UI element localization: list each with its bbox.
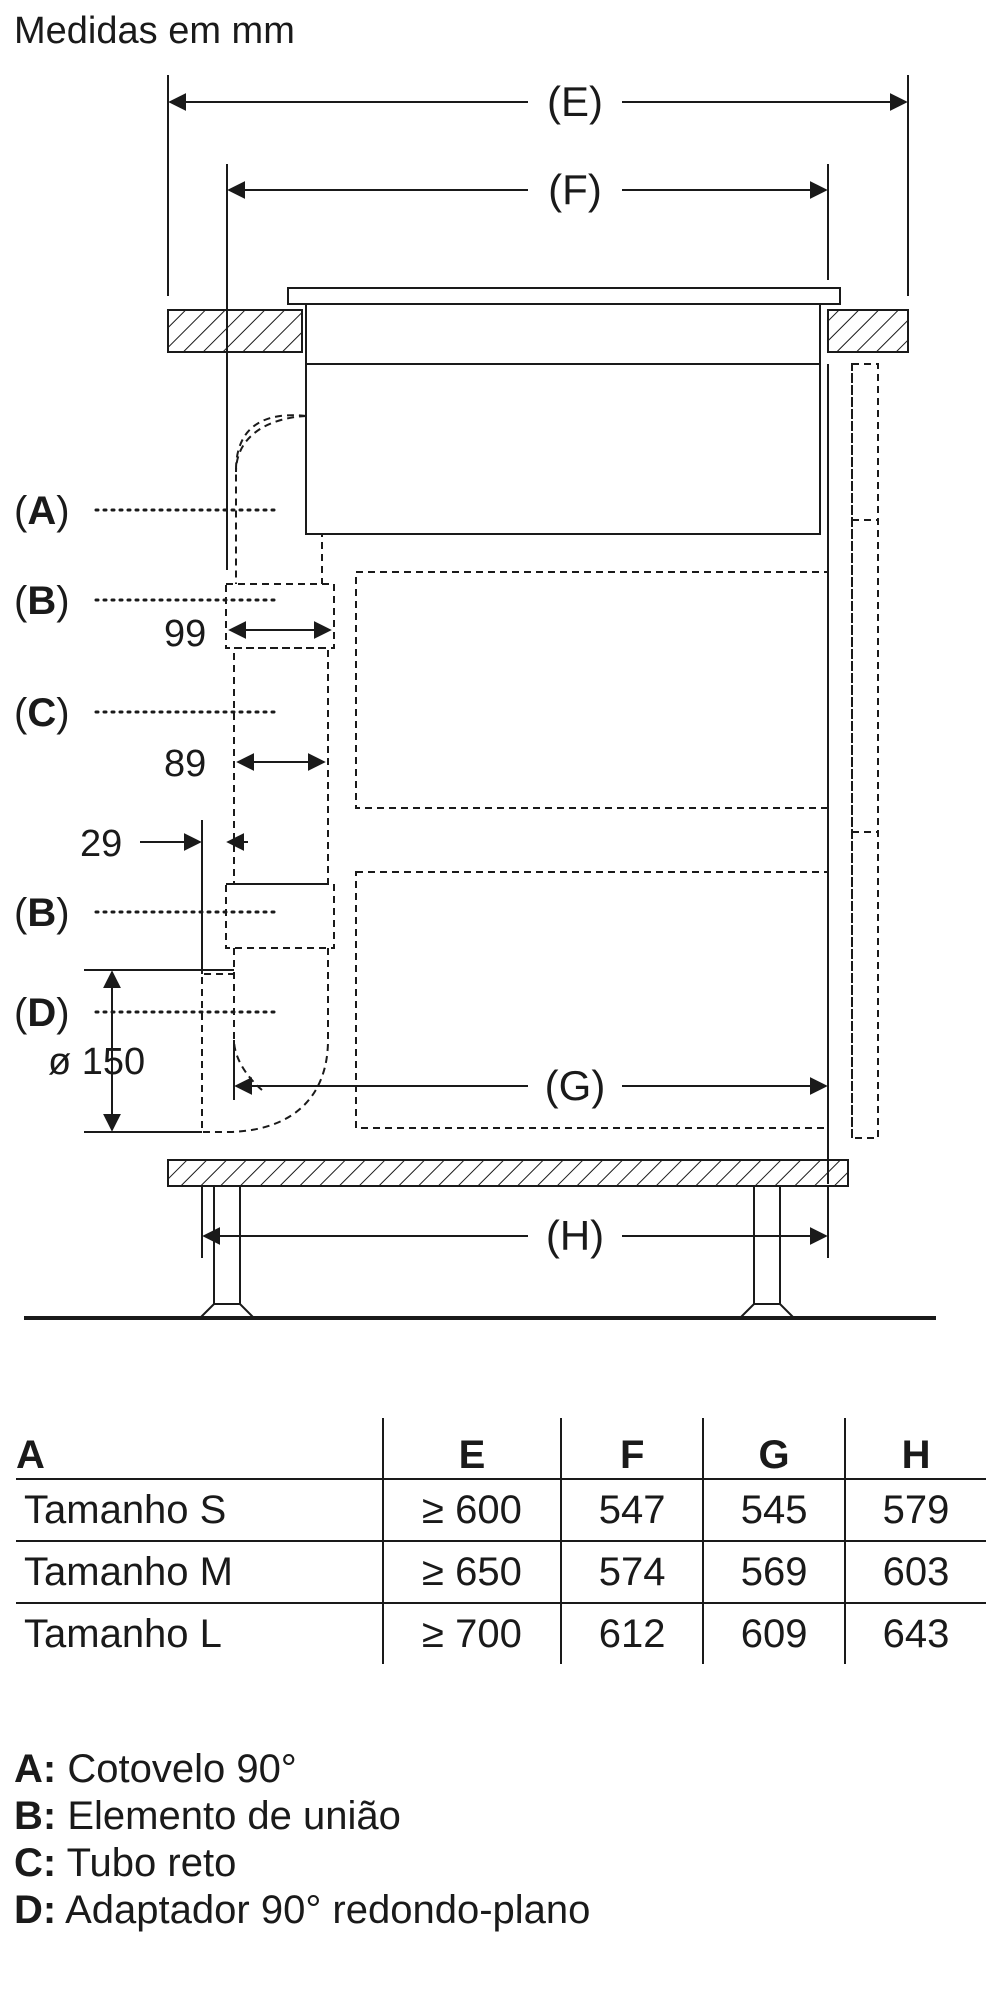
part-label: (B) [14, 891, 70, 935]
table-cell: Tamanho S [16, 1479, 383, 1542]
table-cell: 547 [560, 1479, 704, 1542]
duct-elbow-a [235, 414, 323, 584]
dimension-29-label: 29 [80, 823, 122, 865]
table-cell: 609 [702, 1603, 846, 1664]
table-cell: ≥ 650 [381, 1541, 562, 1604]
cabinet-leg-left [213, 1185, 241, 1305]
table-header-f: F [560, 1418, 704, 1480]
cooktop-body [305, 363, 821, 535]
page-title: Medidas em mm [14, 10, 295, 52]
table-row: Tamanho S ≥ 600 547 545 579 [16, 1479, 986, 1542]
table-header-e: E [381, 1418, 562, 1480]
cooktop-frame [305, 303, 821, 365]
legend-key: D: [14, 1888, 57, 1932]
legend-text: Adaptador 90° redondo-plano [56, 1888, 591, 1932]
legend-item: A: Cotovelo 90° [14, 1746, 590, 1793]
legend-key: B: [14, 1794, 57, 1838]
legend-item: B: Elemento de união [14, 1793, 590, 1840]
table-cell: 545 [702, 1479, 846, 1542]
table-cell: Tamanho M [16, 1541, 383, 1604]
dimension-99-label: 99 [164, 613, 206, 655]
cabinet-leg-foot-left [197, 1303, 257, 1319]
part-label: (B) [14, 579, 70, 623]
installation-diagram: (E) (F) 99 89 29 ø 150 [14, 75, 936, 1320]
dimension-g-label: (G) [545, 1062, 606, 1109]
dimension-f-label: (F) [548, 166, 602, 213]
dimension-150-label: ø 150 [48, 1041, 145, 1083]
duct-elbow-a-top [235, 415, 307, 473]
cabinet-floor-shelf [167, 1159, 849, 1187]
table-cell: 579 [844, 1479, 986, 1542]
duct-connector-b-upper [225, 583, 335, 649]
legend-text: Elemento de união [56, 1794, 401, 1838]
size-dimension-table: A E F G H Tamanho S ≥ 600 547 545 579 Ta… [16, 1418, 986, 1664]
table-header-h: H [844, 1418, 986, 1480]
cabinet-leg-foot-right [737, 1303, 797, 1319]
cooktop-glass [287, 287, 841, 305]
duct-adapter-d [201, 948, 329, 1133]
countertop-right [827, 309, 909, 353]
duct-straight-c [233, 647, 329, 885]
duct-side-dashed [851, 363, 879, 1139]
cabinet-leg-right [753, 1185, 781, 1305]
part-label: (A) [14, 489, 70, 533]
table-cell: 574 [560, 1541, 704, 1604]
legend-text: Tubo reto [56, 1841, 237, 1885]
table-cell: Tamanho L [24, 1611, 222, 1656]
countertop-left [167, 309, 303, 353]
duct-connector-b-lower [225, 883, 335, 949]
table-row: Tamanho L ≥ 700 612 609 643 [16, 1603, 986, 1664]
legend-key: C: [14, 1841, 57, 1885]
legend-item: C: Tubo reto [14, 1840, 590, 1887]
table-row: Tamanho M ≥ 650 574 569 603 [16, 1541, 986, 1604]
drawer-upper [355, 571, 829, 809]
table-cell: 643 [844, 1603, 986, 1664]
dimension-e-label: (E) [547, 78, 603, 125]
legend-key: A: [14, 1747, 57, 1791]
dimension-89-label: 89 [164, 743, 206, 785]
table-header-g: G [702, 1418, 846, 1480]
table-cell: 569 [702, 1541, 846, 1604]
table-cell: 612 [560, 1603, 704, 1664]
table-cell: 603 [844, 1541, 986, 1604]
table-cell: ≥ 600 [381, 1479, 562, 1542]
legend-item: D: Adaptador 90° redondo-plano [14, 1887, 590, 1934]
table-cell: ≥ 700 [381, 1603, 562, 1664]
legend-text: Cotovelo 90° [56, 1747, 297, 1791]
parts-legend: A: Cotovelo 90° B: Elemento de união C: … [14, 1746, 590, 1934]
part-label: (D) [14, 991, 70, 1035]
dimension-h-label: (H) [546, 1212, 604, 1259]
part-label: (C) [14, 691, 70, 735]
table-header-model: A [16, 1418, 383, 1480]
drawer-lower [355, 871, 829, 1129]
